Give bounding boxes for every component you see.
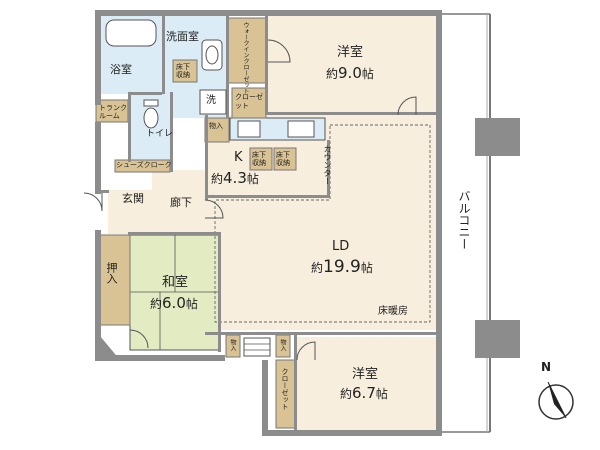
entrance-label: 玄関 bbox=[122, 192, 144, 205]
underfloor-storage-label-1: 床下収納 bbox=[176, 63, 190, 79]
storage-kitchen bbox=[204, 117, 230, 143]
trunk-room-label: トランクルーム bbox=[99, 104, 127, 120]
storage-label-2: 物入 bbox=[229, 339, 236, 351]
entrance-floor bbox=[108, 190, 152, 234]
oshiire bbox=[97, 234, 131, 326]
storage-label-3: 物入 bbox=[279, 339, 286, 351]
western-bottom-area: 約6.7帖 bbox=[340, 384, 388, 402]
ld-area: 約19.9帖 bbox=[311, 257, 373, 277]
western-top-floor bbox=[267, 14, 440, 115]
balcony bbox=[440, 13, 520, 433]
japanese-area: 約6.0帖 bbox=[150, 294, 198, 312]
underfloor-storage-washroom bbox=[172, 59, 198, 83]
entrance-step bbox=[243, 337, 271, 357]
western-top-area: 約9.0帖 bbox=[326, 64, 374, 82]
western-top-name: 洋室 bbox=[337, 45, 364, 60]
sink bbox=[287, 120, 315, 138]
north-arrow bbox=[538, 381, 574, 420]
washroom-label: 洗面室 bbox=[166, 30, 199, 43]
underfloor-storage-kitchen-1 bbox=[249, 147, 273, 171]
storage-label-1: 物入 bbox=[209, 122, 223, 130]
underfloor-storage-label-2: 床下収納 bbox=[252, 151, 266, 167]
balcony-pillar-top bbox=[475, 118, 520, 156]
kitchen-name: K bbox=[234, 150, 243, 165]
shoes-cloak-label: シューズクローク bbox=[116, 161, 172, 169]
western-bottom-floor bbox=[297, 337, 440, 432]
underfloor-storage-kitchen-2 bbox=[273, 147, 297, 171]
bath-label: 浴室 bbox=[110, 63, 132, 76]
hallway-floor bbox=[152, 170, 207, 235]
north-label: N bbox=[541, 360, 552, 374]
floor-heating-label: 床暖房 bbox=[378, 306, 408, 317]
bathtub bbox=[105, 19, 157, 47]
toilet-label: トイレ bbox=[146, 129, 174, 139]
closet-bottom-label: クローゼット bbox=[281, 368, 289, 410]
balcony-pillar-bottom bbox=[475, 320, 520, 358]
doors bbox=[83, 39, 417, 361]
washbasin bbox=[201, 39, 223, 71]
japanese-name: 和室 bbox=[162, 275, 189, 290]
washer-pan bbox=[199, 89, 227, 115]
stove bbox=[237, 120, 261, 138]
kitchen-area: 約4.3帖 bbox=[211, 169, 259, 187]
basin-bowl bbox=[205, 45, 219, 65]
toilet-tank bbox=[143, 99, 159, 107]
counter-label: カウンター bbox=[323, 145, 332, 185]
floor-heating-boundary bbox=[214, 124, 431, 323]
hallway-label: 廊下 bbox=[170, 196, 192, 209]
western-bottom-name: 洋室 bbox=[352, 367, 379, 382]
oshiire-label: 押入 bbox=[105, 262, 118, 284]
closet-small-label: クローゼット bbox=[235, 93, 263, 110]
washer-label: 洗 bbox=[206, 95, 216, 106]
ld-name: LD bbox=[332, 239, 350, 254]
walk-in-closet-label: ウォークインクローゼット bbox=[242, 22, 249, 94]
floor-areas bbox=[95, 14, 440, 432]
balcony-label: バルコニー bbox=[457, 190, 471, 250]
walls bbox=[95, 10, 442, 436]
underfloor-storage-label-3: 床下収納 bbox=[276, 151, 290, 167]
fixtures bbox=[105, 19, 227, 129]
toilet-bowl bbox=[143, 107, 159, 129]
